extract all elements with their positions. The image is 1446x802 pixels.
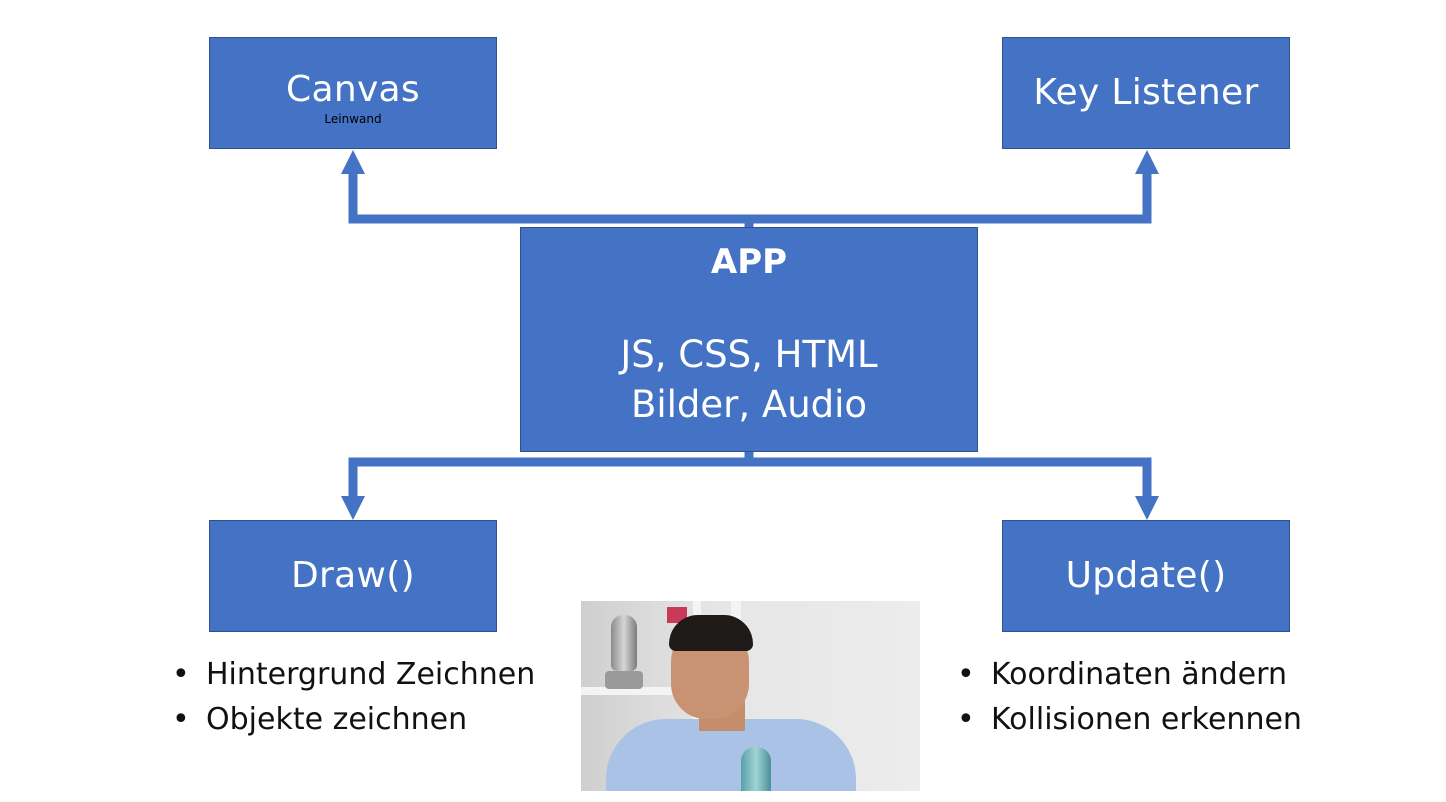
presenter-webcam xyxy=(581,601,920,791)
arrowhead-canvas xyxy=(341,150,365,174)
list-item: Hintergrund Zeichnen xyxy=(172,652,535,697)
app-assets-line: Bilder, Audio xyxy=(630,383,868,426)
arrowhead-draw xyxy=(341,496,365,520)
presenter-shirt xyxy=(606,719,856,791)
draw-box: Draw() xyxy=(209,520,497,632)
list-item: Kollisionen erkennen xyxy=(957,697,1302,742)
shelf xyxy=(581,687,711,695)
presenter-hair xyxy=(669,615,753,651)
front-microphone-icon xyxy=(741,747,771,791)
list-item: Koordinaten ändern xyxy=(957,652,1302,697)
arrow-to-canvas xyxy=(348,170,754,227)
arrowhead-key-listener xyxy=(1135,150,1159,174)
arrow-to-update xyxy=(749,457,1152,500)
key-listener-title: Key Listener xyxy=(1033,72,1259,113)
key-listener-box: Key Listener xyxy=(1002,37,1290,149)
app-box: APP JS, CSS, HTML Bilder, Audio xyxy=(520,227,978,452)
update-bullet-list: Koordinaten ändern Kollisionen erkennen xyxy=(957,652,1302,742)
arrowhead-update xyxy=(1135,496,1159,520)
draw-title: Draw() xyxy=(291,555,415,596)
canvas-box: Canvas Leinwand xyxy=(209,37,497,149)
update-title: Update() xyxy=(1065,555,1227,596)
arrow-to-draw xyxy=(348,452,754,500)
update-box: Update() xyxy=(1002,520,1290,632)
microphone-icon xyxy=(611,615,637,671)
canvas-subtitle: Leinwand xyxy=(324,112,382,126)
draw-bullet-list: Hintergrund Zeichnen Objekte zeichnen xyxy=(172,652,535,742)
list-item: Objekte zeichnen xyxy=(172,697,535,742)
canvas-title: Canvas xyxy=(286,69,420,110)
app-tech-line: JS, CSS, HTML xyxy=(620,333,878,376)
microphone-stand xyxy=(605,671,643,689)
arrow-to-key-listener xyxy=(749,170,1152,224)
app-title: APP xyxy=(710,242,788,282)
